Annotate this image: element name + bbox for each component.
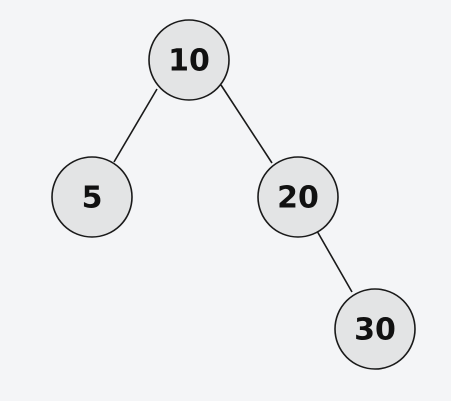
node-5-circle (51, 156, 133, 238)
edge-20-30 (316, 230, 353, 293)
node-10-circle (148, 19, 230, 101)
node-30-circle (334, 288, 416, 370)
nodes-layer: 10 5 20 30 (51, 19, 416, 370)
tree-node-5: 5 (51, 156, 133, 238)
tree-node-20: 20 (257, 156, 339, 238)
edge-10-20 (220, 84, 273, 164)
node-5-label: 5 (82, 181, 103, 216)
node-30-label: 30 (354, 313, 396, 348)
edges-layer (113, 84, 353, 293)
tree-node-30: 30 (334, 288, 416, 370)
node-10-label: 10 (168, 44, 210, 79)
edge-10-5 (113, 88, 158, 163)
tree-node-10: 10 (148, 19, 230, 101)
node-20-circle (257, 156, 339, 238)
node-20-label: 20 (277, 181, 319, 216)
